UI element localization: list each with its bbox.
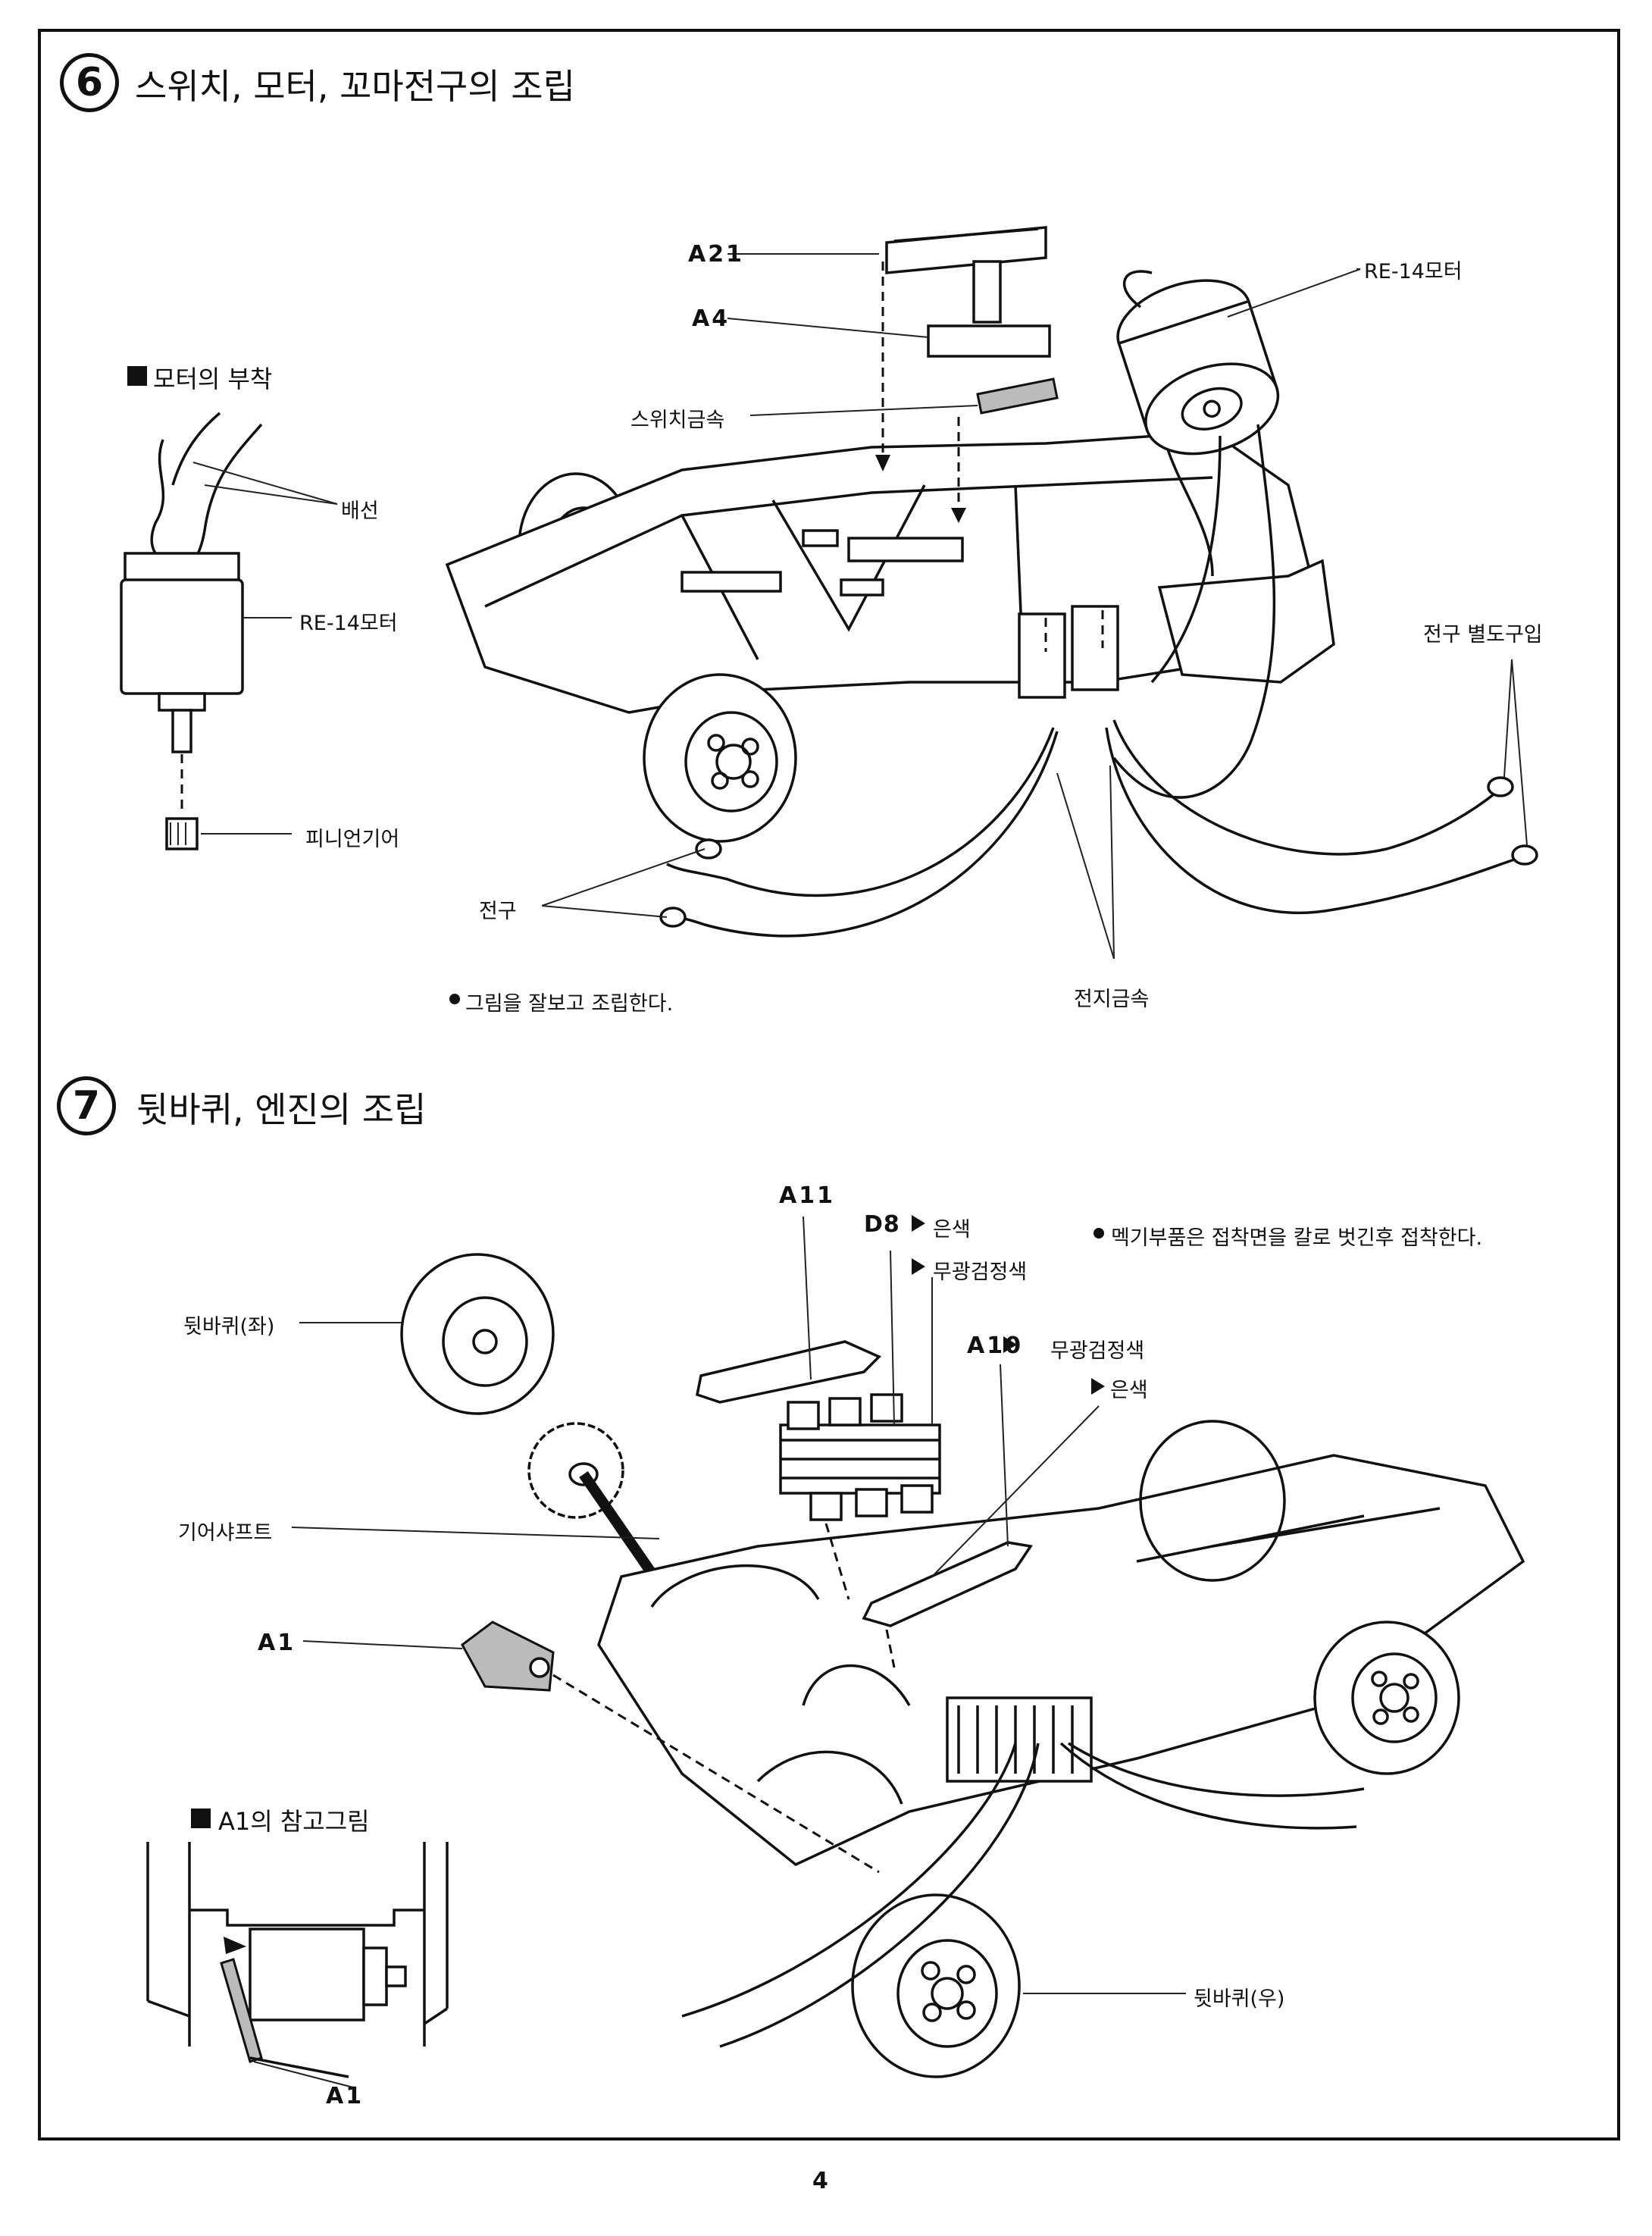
- motor-detail-drawing: [120, 412, 263, 850]
- motor-attach-heading: 모터의 부착: [153, 365, 273, 393]
- chassis-step6-drawing: [445, 226, 1538, 938]
- label-a10: A10: [967, 1333, 1023, 1359]
- label-bulb-sold-separately: 전구 별도구입: [1423, 623, 1543, 647]
- label-switch-metal: 스위치금속: [630, 409, 725, 432]
- step7-note: 멕기부품은 접착면을 칼로 벗긴후 접착한다.: [1111, 1226, 1483, 1250]
- label-battery-metal: 전지금속: [1074, 988, 1150, 1011]
- bullet-note6: [449, 994, 460, 1004]
- step7-title: 뒷바퀴, 엔진의 조립: [136, 1089, 427, 1130]
- step6-note: 그림을 잘보고 조립한다.: [465, 992, 674, 1016]
- bullet-note7: [1094, 1228, 1104, 1239]
- step6-number: 6: [60, 53, 119, 112]
- a1-reference-heading: A1의 참고그림: [218, 1807, 370, 1836]
- label-gear-shaft: 기어샤프트: [178, 1521, 273, 1545]
- label-re14-motor-main: RE-14모터: [1364, 260, 1463, 283]
- page-frame: [38, 29, 1620, 2140]
- label-rear-wheel-right: 뒷바퀴(우): [1194, 1987, 1285, 2011]
- label-d8-silver: 은색: [933, 1218, 971, 1242]
- page-number: 4: [812, 2168, 828, 2194]
- chassis-step7-drawing: [400, 1253, 1525, 2078]
- step6-title: 스위치, 모터, 꼬마전구의 조립: [135, 66, 575, 107]
- label-a1: A1: [258, 1630, 296, 1656]
- label-a10-matte-black: 무광검정색: [1050, 1339, 1145, 1363]
- label-pinion-gear: 피니언기어: [305, 828, 400, 851]
- label-d8-matte-black: 무광검정색: [933, 1260, 1028, 1284]
- label-re14-motor-sub: RE-14모터: [299, 612, 398, 635]
- label-a1-reference: A1: [326, 2083, 365, 2109]
- label-bulb: 전구: [479, 900, 517, 923]
- label-wire: 배선: [341, 499, 379, 523]
- a1-reference-drawing: [146, 1842, 449, 2089]
- square-bullet-7: [191, 1809, 211, 1828]
- square-bullet-6: [127, 366, 147, 386]
- label-d8: D8: [864, 1211, 900, 1238]
- label-a11: A11: [779, 1182, 835, 1209]
- label-a10-silver: 은색: [1110, 1379, 1148, 1402]
- step7-number: 7: [57, 1076, 116, 1135]
- label-a4: A4: [692, 305, 731, 332]
- label-rear-wheel-left: 뒷바퀴(좌): [183, 1315, 275, 1339]
- label-a21: A21: [688, 241, 744, 268]
